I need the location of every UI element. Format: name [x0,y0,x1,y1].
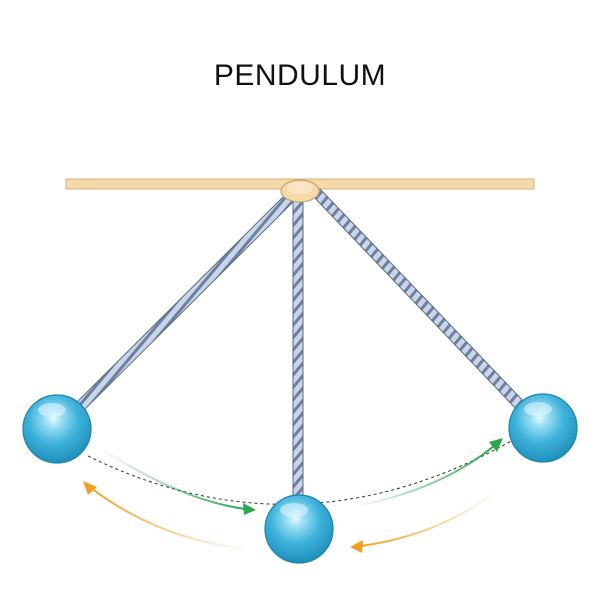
rope-center [292,198,304,500]
pendulum-bob-left [22,394,92,464]
diagram-title: PENDULUM [213,59,387,92]
rope-left [74,193,296,411]
rope-right [310,188,531,415]
swing-path [87,439,514,505]
swing-left-arrow-icon [83,481,248,550]
swing-left-arrow-icon [350,489,499,553]
swing-right-arrow-icon [99,447,256,515]
pendulum-bob-right [508,393,578,463]
pivot-mount-icon [280,179,320,203]
pendulum-bob-center [264,494,334,564]
swing-right-arrow-icon [355,438,503,507]
ropes [74,188,531,500]
